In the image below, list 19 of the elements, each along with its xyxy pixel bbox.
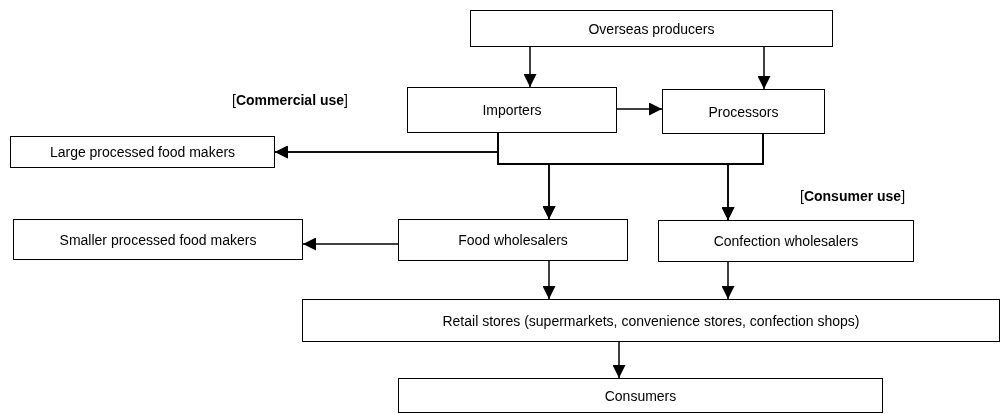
process-box: Processors bbox=[662, 89, 825, 134]
arrow bbox=[616, 102, 663, 116]
arrow bbox=[721, 261, 735, 300]
process-box: Smaller processed food makers bbox=[13, 219, 303, 260]
section-label: [Consumer use] bbox=[800, 188, 906, 204]
process-box: Food wholesalers bbox=[398, 219, 628, 261]
arrow bbox=[302, 237, 399, 251]
process-box: Confection wholesalers bbox=[658, 220, 914, 262]
process-box: Consumers bbox=[398, 378, 883, 413]
process-box: Overseas producers bbox=[470, 10, 833, 47]
process-box: Large processed food makers bbox=[10, 136, 275, 168]
arrow bbox=[757, 46, 771, 90]
arrow bbox=[523, 46, 537, 88]
process-box: Retail stores (supermarkets, convenience stores, confection shops) bbox=[302, 299, 1000, 342]
arrow bbox=[721, 133, 764, 221]
process-box: Importers bbox=[407, 87, 617, 133]
arrow bbox=[542, 260, 556, 300]
section-label: [Commercial use] bbox=[232, 92, 348, 108]
arrow bbox=[612, 341, 626, 379]
